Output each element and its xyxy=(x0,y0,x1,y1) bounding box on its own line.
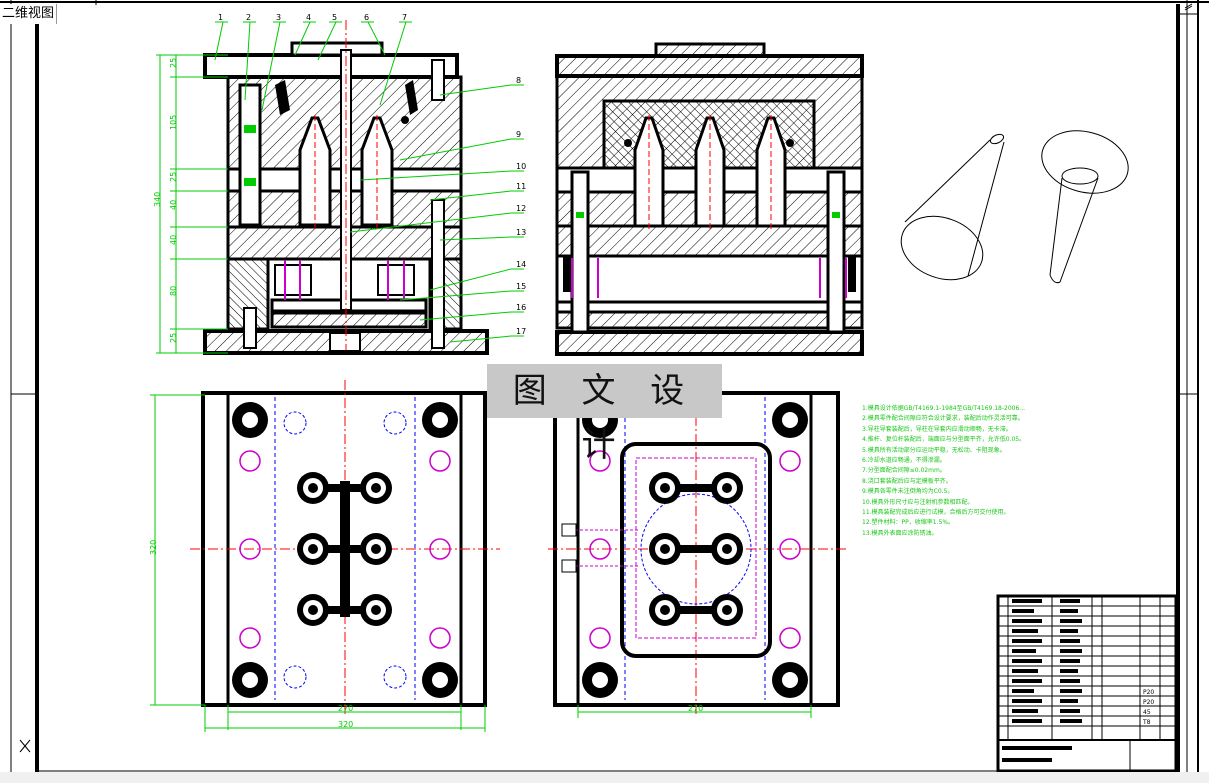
dim-total: 340 xyxy=(153,192,162,207)
callout-17: 17 xyxy=(516,327,526,336)
dim-width-inner: 270 xyxy=(338,704,353,713)
plan-view-right: 270 xyxy=(548,380,848,718)
note-line: 8.浇口套装配后应与定模板平齐。 xyxy=(862,477,952,485)
callout-2: 2 xyxy=(246,13,251,22)
note-line: 2.模具零件配合间隙应符合设计要求，装配后动作灵活可靠。 xyxy=(862,415,1024,423)
callout-10: 10 xyxy=(516,162,526,171)
dim-h7: 25 xyxy=(169,333,178,343)
dim-h1: 25 xyxy=(169,58,178,68)
callout-14: 14 xyxy=(516,260,526,269)
dim-h6: 80 xyxy=(169,286,178,296)
dim-h2: 105 xyxy=(169,115,178,130)
note-line: 5.模具所有活动部分应运动平稳，无松动、卡阻现象。 xyxy=(862,446,1006,454)
technical-notes: 1.模具设计依据GB/T4169.1-1984至GB/T4169.18-2006… xyxy=(862,404,1180,539)
callout-5: 5 xyxy=(332,13,337,22)
note-line: 3.导柱导套装配后，导柱在导套内应滑动顺畅，无卡滞。 xyxy=(862,425,1012,433)
callout-13: 13 xyxy=(516,228,526,237)
dim-h4: 40 xyxy=(169,200,178,210)
callout-12: 12 xyxy=(516,204,526,213)
note-line: 1.模具设计依据GB/T4169.1-1984至GB/T4169.18-2006… xyxy=(862,405,1026,412)
callout-15: 15 xyxy=(516,282,526,291)
material-2: P20 xyxy=(1143,699,1154,706)
callout-9: 9 xyxy=(516,130,521,139)
callout-7: 7 xyxy=(402,13,407,22)
note-line: 10.模具外形尺寸应与注射机参数相匹配。 xyxy=(862,498,974,506)
callout-6: 6 xyxy=(364,13,369,22)
note-line: 7.分型面配合间隙≤0.02mm。 xyxy=(862,467,946,475)
dim-h5: 40 xyxy=(169,235,178,245)
title-block: P20 P20 45 T8 xyxy=(996,594,1178,773)
plan-view-left: 320 270 320 xyxy=(149,380,500,732)
note-line: 11.模具装配完成后应进行试模，合格后方可交付使用。 xyxy=(862,509,1010,517)
material-3: 45 xyxy=(1143,709,1151,716)
dim-width-right: 270 xyxy=(688,704,703,713)
side-section-view xyxy=(555,42,864,356)
height-dimension-chain xyxy=(156,54,228,354)
front-section-view xyxy=(203,20,489,355)
dim-width-outer: 320 xyxy=(338,720,353,729)
note-line: 12.塑件材料：PP，收缩率1.5%。 xyxy=(862,519,955,527)
callout-8: 8 xyxy=(516,76,521,85)
material-4: T8 xyxy=(1142,719,1151,726)
preform-3d-view xyxy=(900,130,1129,284)
note-line: 13.模具外表面应涂防锈油。 xyxy=(862,529,938,537)
status-bar xyxy=(0,772,1209,783)
callout-11: 11 xyxy=(516,182,526,191)
callout-3: 3 xyxy=(276,13,281,22)
note-line: 6.冷却水道应畅通，不得渗漏。 xyxy=(862,457,946,465)
watermark-banner: 图 文 设 计 xyxy=(487,364,722,465)
callout-16: 16 xyxy=(516,303,526,312)
callout-1: 1 xyxy=(218,13,223,22)
callout-leaders xyxy=(214,21,524,343)
dim-h3: 25 xyxy=(169,172,178,182)
note-line: 9.模具各零件未注倒角均为C0.5。 xyxy=(862,488,954,496)
note-line: 4.推杆、复位杆装配后，端面应与分型面平齐，允许低0.05。 xyxy=(862,436,1026,444)
material-1: P20 xyxy=(1143,689,1154,696)
dim-plate-height: 320 xyxy=(149,540,158,555)
view-tab[interactable]: 二维视图 xyxy=(0,4,58,24)
callout-4: 4 xyxy=(306,13,311,22)
